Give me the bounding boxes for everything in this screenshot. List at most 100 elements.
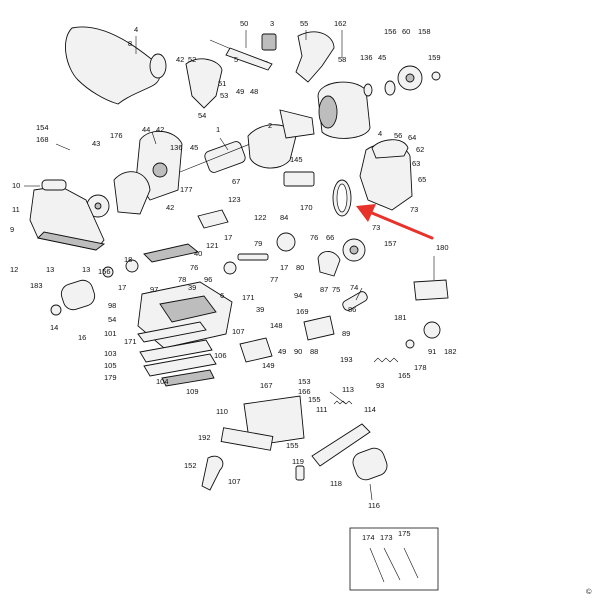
callout-label: 80	[296, 263, 304, 272]
callout-label: 49	[236, 87, 244, 96]
inset-tool-173	[383, 547, 401, 581]
callout-label: 76	[190, 263, 198, 272]
callout-label: 87	[320, 285, 328, 294]
callout-label: 60	[402, 27, 410, 36]
callout-label: 192	[198, 433, 211, 442]
leader-lines	[24, 30, 435, 501]
callout-label: 122	[254, 213, 267, 222]
drive-belt-inner	[336, 183, 348, 213]
callout-label: 66	[326, 233, 334, 242]
callout-label: 103	[104, 349, 117, 358]
arm-118	[311, 423, 371, 467]
sander-base-inner	[159, 295, 217, 323]
callout-label: 173	[380, 533, 393, 542]
part-drawings	[24, 26, 449, 591]
callout-label: 10	[12, 181, 20, 190]
callout-label: 156	[98, 267, 111, 276]
callout-label: 162	[334, 19, 347, 28]
right-housing-handle	[371, 139, 409, 159]
dust-bag-nozzle	[149, 53, 167, 79]
bearing-156	[384, 80, 396, 96]
bearing-18	[125, 259, 139, 273]
callout-label: 154	[36, 123, 49, 132]
callout-label: 105	[104, 361, 117, 370]
callout-label: 193	[340, 355, 353, 364]
callout-label: 8	[128, 39, 132, 48]
platen-192	[220, 427, 274, 451]
red-pointer-arrow	[356, 204, 434, 240]
callout-label: 39	[188, 283, 196, 292]
armature-shaft	[179, 139, 261, 173]
callout-label: 39	[256, 305, 264, 314]
callout-label: 17	[118, 283, 126, 292]
callout-label: 179	[104, 373, 117, 382]
callout-label: 94	[294, 291, 302, 300]
washer-159	[431, 71, 441, 81]
latch-180	[413, 279, 449, 301]
callout-label: 169	[296, 307, 309, 316]
plate-101	[137, 321, 207, 343]
callout-label: 1	[216, 125, 220, 134]
callout-label: 53	[220, 91, 228, 100]
side-cover-foot	[37, 231, 106, 251]
callout-label: 42	[176, 55, 184, 64]
pin-119	[295, 465, 305, 481]
callout-label: 118	[330, 479, 342, 488]
callout-label: 110	[216, 407, 228, 416]
callout-label: 123	[228, 195, 241, 204]
callout-label: 2	[268, 121, 272, 130]
spring-113	[333, 400, 353, 405]
callout-label: 107	[228, 477, 241, 486]
callout-label: 40	[194, 249, 202, 258]
callout-label: 18	[124, 255, 132, 264]
pulley-74-hub	[349, 245, 359, 255]
callout-label: 4	[378, 129, 382, 138]
callout-label: 51	[218, 79, 226, 88]
field-winding	[279, 109, 315, 139]
callout-label: 74	[350, 283, 358, 292]
callout-label: 3	[270, 19, 274, 28]
callout-label: 145	[290, 155, 303, 164]
callout-label: 48	[250, 87, 258, 96]
callout-label: 42	[156, 125, 164, 134]
callout-label: 17	[280, 263, 288, 272]
callout-label: 114	[364, 405, 376, 414]
callout-label: 181	[394, 313, 407, 322]
bracket-88	[303, 315, 335, 341]
guard-40	[143, 243, 200, 263]
callout-label: 67	[232, 177, 240, 186]
inset-tool-174	[369, 547, 385, 583]
callout-label: 136	[170, 143, 183, 152]
callout-label: 89	[342, 329, 350, 338]
gear-60-hub	[405, 73, 415, 83]
pulley-17	[223, 261, 237, 275]
callout-label: 42	[166, 203, 174, 212]
callout-label: 157	[384, 239, 397, 248]
copyright-mark: ©	[586, 587, 592, 596]
callout-label: 12	[10, 265, 18, 274]
callout-label: 136	[360, 53, 373, 62]
plate-105	[143, 353, 217, 377]
callout-label: 73	[410, 205, 418, 214]
callout-label: 78	[178, 275, 186, 284]
callout-label: 5	[234, 55, 238, 64]
callout-label: 63	[412, 159, 420, 168]
callout-label: 165	[398, 371, 411, 380]
callout-label: 180	[436, 243, 449, 252]
belt-cover-176	[113, 171, 151, 215]
callout-label: 88	[310, 347, 318, 356]
armature	[204, 141, 246, 173]
callout-label: 52	[188, 55, 196, 64]
callout-label: 104	[156, 377, 169, 386]
callout-label: 14	[50, 323, 58, 332]
callout-numbers: 4 50 3 55 162 156 60 158 136 45 159 42 5…	[10, 19, 457, 542]
callout-label: 65	[418, 175, 426, 184]
plate-121	[197, 209, 229, 229]
callout-label: 168	[36, 135, 49, 144]
callout-label: 111	[316, 405, 327, 414]
bearing-156-b	[102, 266, 114, 278]
callout-label: 16	[78, 333, 86, 342]
callout-label: 175	[398, 529, 411, 538]
callout-label: 177	[180, 185, 193, 194]
callout-label: 54	[198, 111, 206, 120]
